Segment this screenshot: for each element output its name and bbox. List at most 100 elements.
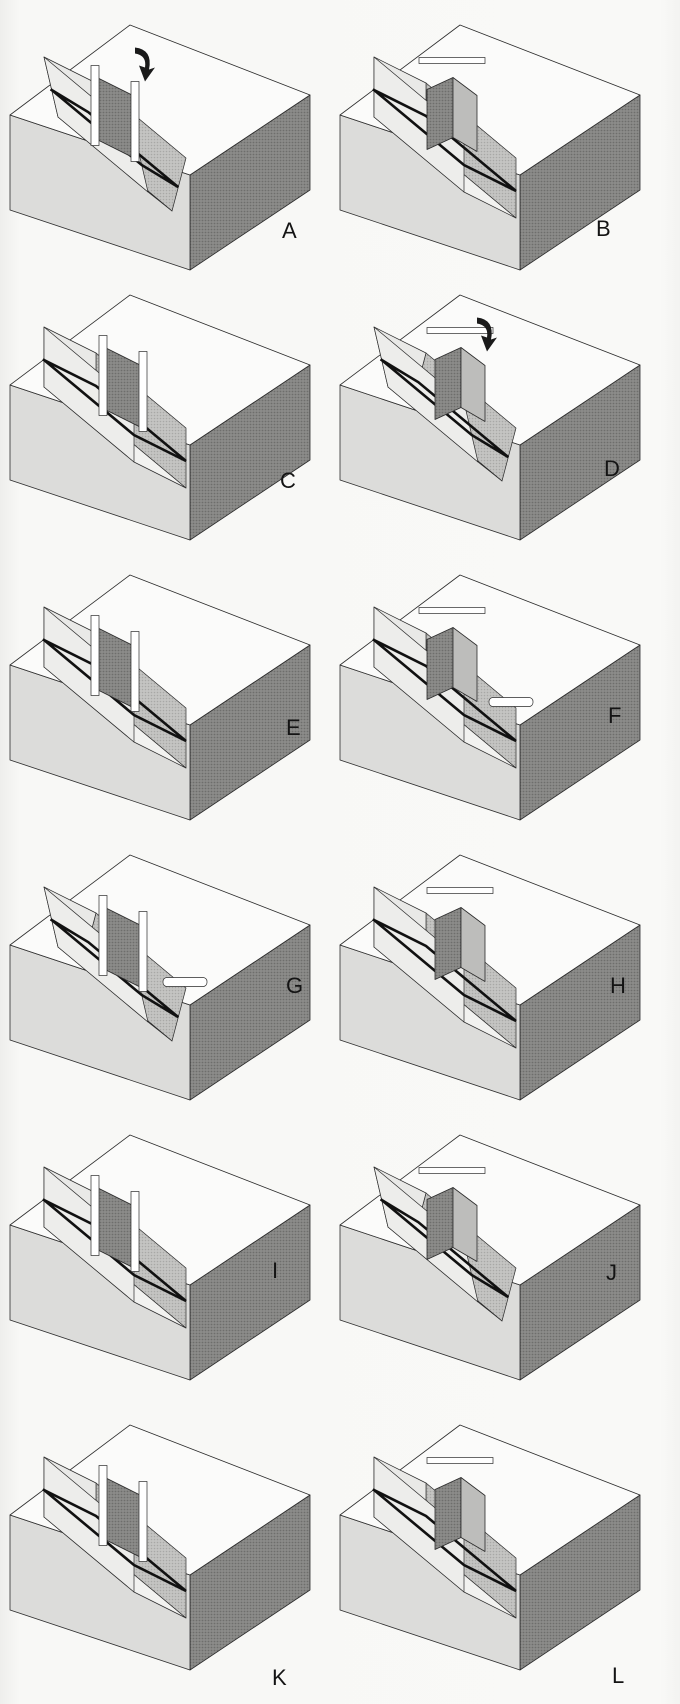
gate-post — [138, 911, 148, 992]
panel-drawing — [9, 1424, 311, 1671]
channel-block — [9, 574, 311, 821]
gate-post — [90, 1175, 100, 1256]
panel-drawing — [9, 294, 311, 541]
gate-structure — [98, 895, 208, 992]
gate-structure — [418, 1167, 486, 1262]
channel-block — [339, 854, 641, 1101]
diagram-panel-b — [330, 0, 680, 271]
channel-block — [339, 1134, 641, 1381]
pipe — [162, 977, 208, 987]
panel-drawing — [9, 1134, 311, 1381]
gate-structure — [98, 335, 148, 432]
panel-drawing — [339, 294, 641, 541]
gate-beam — [426, 327, 494, 334]
channel-block — [339, 574, 641, 821]
channel-block — [339, 1424, 641, 1671]
panel-label: A — [282, 218, 297, 243]
gate-leaf — [426, 77, 454, 150]
gate-post — [138, 351, 148, 432]
channel-near-wall — [373, 326, 479, 463]
gate-beam — [418, 607, 486, 614]
gate-post — [98, 1465, 108, 1546]
gate-leaf — [452, 627, 478, 702]
panel-label: C — [280, 468, 296, 493]
gate-post — [130, 1191, 140, 1272]
panel-drawing — [339, 1134, 641, 1381]
gate-beam — [426, 887, 494, 894]
flow-arrow-icon — [135, 47, 155, 82]
gate-post — [138, 1481, 148, 1562]
channel-block — [339, 24, 641, 271]
gate-beam — [418, 1167, 486, 1174]
gate-leaf — [460, 907, 486, 982]
gate-leaf — [434, 347, 462, 420]
diagram-panel-i — [0, 1110, 330, 1400]
gate-leaf — [452, 77, 478, 152]
water-level-line — [372, 918, 517, 1023]
panel-label: E — [286, 715, 301, 740]
gate-structure — [90, 47, 155, 162]
panel-drawing — [9, 24, 311, 271]
gate-leaf — [434, 1477, 462, 1550]
water-level-line — [372, 1488, 517, 1593]
gate-structure — [98, 1465, 148, 1562]
gate-structure — [90, 615, 140, 712]
panel-label: I — [272, 1258, 279, 1283]
gate-post — [90, 65, 100, 146]
channel-block — [9, 1134, 311, 1381]
gate-post — [98, 335, 108, 416]
diagram-panel-k — [0, 1400, 330, 1704]
gate-structure — [418, 607, 534, 707]
diagram-panel-c — [0, 270, 330, 550]
gate-structure — [426, 1457, 494, 1552]
diagram-panel-l — [330, 1400, 680, 1704]
channel-block — [9, 1424, 311, 1671]
panel-drawing — [9, 574, 311, 821]
diagram-panel-j — [330, 1110, 680, 1400]
diagram-panel-h — [330, 830, 680, 1110]
gate-beam — [418, 57, 486, 64]
gate-structure — [418, 57, 486, 152]
diagram-panel-d — [330, 270, 680, 550]
gate-post — [98, 895, 108, 976]
panel-label: G — [286, 973, 304, 998]
pipe — [488, 697, 534, 707]
panel-drawing — [9, 854, 311, 1101]
channel-block — [339, 294, 641, 541]
panel-label: D — [604, 456, 620, 481]
gate-structure — [426, 887, 494, 982]
panel-label: J — [606, 1260, 617, 1285]
channel-block — [9, 854, 311, 1101]
gate-post — [90, 615, 100, 696]
diagram-panel-e — [0, 550, 330, 830]
panel-label: K — [272, 1665, 287, 1690]
diagram-panel-a — [0, 0, 330, 271]
gate-leaf — [434, 907, 462, 980]
channel-block — [9, 24, 311, 271]
gate-beam — [426, 1457, 494, 1464]
channel-block — [9, 294, 311, 541]
gate-leaf — [426, 627, 454, 700]
gate-post — [130, 631, 140, 712]
panel-drawing — [339, 24, 641, 271]
gate-leaf — [426, 1187, 454, 1260]
channel-near-wall — [373, 1456, 465, 1593]
panel-label: L — [612, 1663, 625, 1688]
gate-post — [130, 81, 140, 162]
channel-near-wall — [373, 886, 465, 1023]
diagram-panel-f — [330, 550, 680, 830]
panel-drawing — [339, 854, 641, 1101]
flow-arrow-icon — [477, 317, 497, 352]
gate-leaf — [460, 347, 486, 422]
gate-structure — [90, 1175, 140, 1272]
panel-label: H — [610, 973, 626, 998]
panel-drawing — [339, 574, 641, 821]
panel-label: B — [596, 216, 611, 241]
diagram-panel-g — [0, 830, 330, 1110]
panel-label: F — [608, 703, 622, 728]
gate-structure — [426, 317, 497, 422]
gate-leaf — [460, 1477, 486, 1552]
gate-leaf — [452, 1187, 478, 1262]
panel-drawing — [339, 1424, 641, 1671]
